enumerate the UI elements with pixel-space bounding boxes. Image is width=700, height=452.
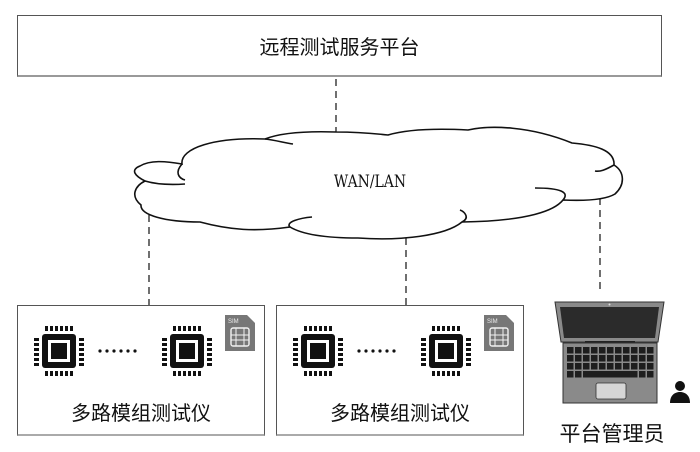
ellipsis-dots — [357, 349, 396, 353]
chip-icon — [162, 326, 212, 376]
chip-icon — [293, 326, 343, 376]
sim-card-icon: SIM — [225, 315, 255, 351]
multi-module-tester-1: SIM 多路模组测试仪 — [17, 305, 265, 436]
platform-title: 远程测试服务平台 — [259, 35, 420, 59]
tester-2-icons: SIM — [293, 315, 514, 376]
network-label: WAN/LAN — [333, 172, 407, 192]
svg-text:SIM: SIM — [228, 319, 239, 325]
admin-label: 平台管理员 — [559, 422, 665, 446]
multi-module-tester-2: SIM 多路模组测试仪 — [276, 305, 524, 436]
chip-icon — [34, 326, 84, 376]
tester-label: 多路模组测试仪 — [330, 401, 470, 425]
svg-text:SIM: SIM — [487, 319, 498, 325]
ellipsis-dots — [98, 349, 137, 353]
remote-test-platform: 远程测试服务平台 — [17, 15, 662, 77]
tester-1-icons: SIM — [34, 315, 255, 376]
sim-card-icon: SIM — [484, 315, 514, 351]
chip-icon — [421, 326, 471, 376]
tester-label: 多路模组测试仪 — [71, 401, 211, 425]
cloud-icon — [133, 126, 624, 240]
